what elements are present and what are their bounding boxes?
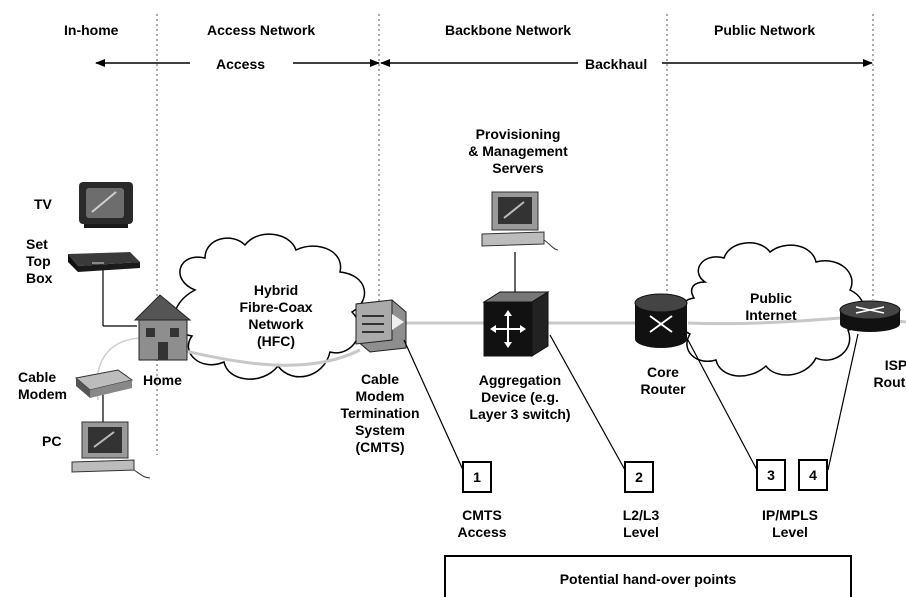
header-in-home: In-home — [64, 22, 119, 38]
header-backbone-network: Backbone Network — [445, 22, 572, 38]
pc-icon — [71, 421, 151, 479]
hfc-cloud-shape — [173, 233, 366, 380]
handover-point-4: 4 — [798, 459, 828, 491]
internet-cloud-shape — [677, 242, 865, 377]
handover-points-box: Potential hand-over points — [444, 555, 852, 597]
handover-leader-lines — [403, 333, 859, 471]
l2l3-level-label: L2/L3 Level — [622, 507, 660, 540]
tv-label: TV — [34, 196, 52, 212]
core-router-icon — [634, 293, 688, 348]
zone-dividers — [156, 14, 874, 455]
pc-label: PC — [42, 433, 62, 449]
aggregation-switch-icon — [482, 291, 550, 357]
header-access-network: Access Network — [207, 22, 316, 38]
ipmpls-level-label: IP/MPLS Level — [761, 507, 818, 540]
cmts-label: Cable Modem Termination System (CMTS) — [340, 371, 420, 455]
core-router-label: Core Router — [640, 364, 686, 397]
hfc-label: Hybrid Fibre-Coax Network (HFC) — [239, 282, 313, 349]
server-pc-icon — [481, 191, 559, 251]
isp-router-label: ISP Router — [873, 357, 906, 390]
cmts-access-label: CMTS Access — [457, 507, 507, 540]
cable-modem-icon — [74, 369, 134, 398]
access-span-label: Access — [216, 56, 266, 72]
handover-point-2: 2 — [624, 461, 654, 493]
inhome-wiring — [102, 268, 137, 425]
home-label: Home — [143, 372, 182, 388]
handover-points-title: Potential hand-over points — [559, 571, 737, 587]
set-top-box-icon — [68, 252, 140, 272]
set-top-box-label: Set Top Box — [26, 236, 53, 286]
handover-point-3: 3 — [756, 459, 786, 491]
home-icon — [133, 294, 192, 361]
aggregation-device-label: Aggregation Device (e.g. Layer 3 switch) — [469, 372, 571, 422]
tv-icon — [79, 182, 133, 228]
public-internet-label: Public Internet — [745, 290, 797, 323]
isp-router-icon — [839, 300, 901, 332]
handover-point-1: 1 — [462, 461, 492, 493]
cmts-icon — [355, 299, 407, 353]
header-public-network: Public Network — [714, 22, 816, 38]
provisioning-servers-label: Provisioning & Management Servers — [468, 126, 568, 176]
backhaul-span-label: Backhaul — [585, 56, 648, 72]
cable-modem-label: Cable Modem — [18, 369, 67, 402]
